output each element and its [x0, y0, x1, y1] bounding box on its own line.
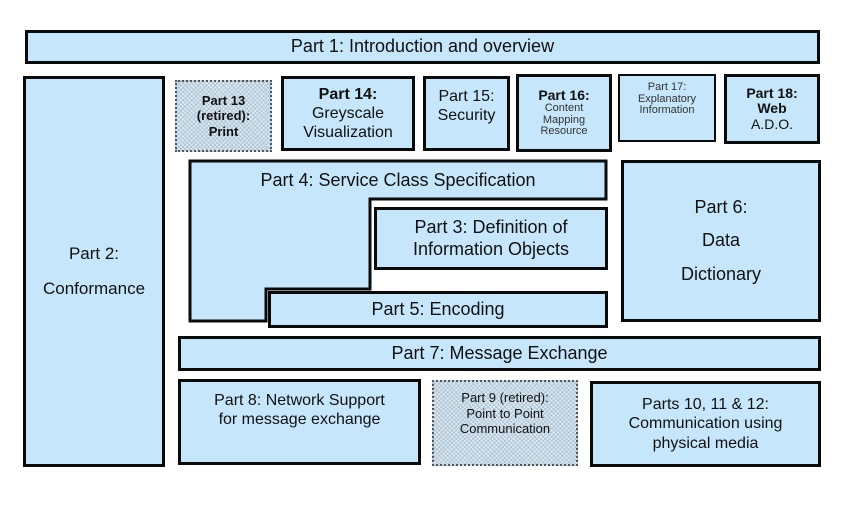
part10-12-label-line1: Parts 10, 11 & 12:	[642, 396, 769, 414]
part16-label-line4: Resource	[540, 125, 588, 138]
part18-box: Part 18: Web A.D.O.	[724, 74, 820, 144]
part15-label-line2: Security	[437, 107, 496, 125]
part2-label-line2: Conformance	[42, 278, 146, 298]
part13-label-line1: Part 13	[201, 92, 246, 108]
part17-label-line2: Explanatory	[637, 92, 697, 105]
part3-box: Part 3: Definition of Information Object…	[374, 207, 608, 270]
part6-box: Part 6: Data Dictionary	[621, 160, 821, 322]
part1-box: Part 1: Introduction and overview	[25, 30, 820, 64]
part2-box: Part 2: Conformance	[23, 76, 165, 467]
part15-label-line1: Part 15:	[438, 88, 495, 105]
part16-label-line1: Part 16:	[538, 87, 590, 104]
part17-box: Part 17: Explanatory Information	[618, 74, 716, 142]
part17-label-line1: Part 17:	[647, 81, 687, 93]
part7-box: Part 7: Message Exchange	[178, 336, 821, 371]
part9-box: Part 9 (retired): Point to Point Communi…	[432, 380, 578, 466]
part14-label-line1: Part 14:	[318, 85, 378, 103]
part18-label-line1: Part 18:	[746, 84, 798, 101]
part18-label-line2: Web	[757, 100, 787, 117]
part4-label: Part 4: Service Class Specification	[260, 170, 536, 190]
part16-box: Part 16: Content Mapping Resource	[516, 74, 612, 152]
part7-label: Part 7: Message Exchange	[391, 342, 608, 363]
part13-box: Part 13 (retired): Print	[175, 80, 272, 152]
part8-box: Part 8: Network Support for message exch…	[178, 379, 421, 465]
part9-label-line2: Point to Point	[466, 405, 544, 421]
part6-label-line3: Dictionary	[680, 263, 762, 284]
part6-label-line2: Data	[701, 230, 741, 251]
part6-label-line1: Part 6:	[694, 196, 748, 217]
part18-label-line3: A.D.O.	[750, 115, 793, 132]
part13-label-line2: (retired):	[196, 108, 251, 124]
part10-12-box: Parts 10, 11 & 12: Communication using p…	[590, 381, 821, 467]
part5-box: Part 5: Encoding	[268, 291, 608, 328]
part14-label-line3: Visualization	[303, 124, 393, 142]
part17-label-line3: Information	[639, 104, 695, 117]
part16-label-line3: Mapping	[542, 113, 586, 126]
part16-label-line2: Content	[544, 102, 584, 115]
part14-label-line2: Greyscale	[311, 104, 385, 122]
part14-box: Part 14: Greyscale Visualization	[281, 76, 415, 151]
part1-label: Part 1: Introduction and overview	[290, 36, 555, 57]
part2-label-line1: Part 2:	[68, 244, 120, 264]
part10-12-label-line2: Communication using	[628, 415, 783, 433]
part15-box: Part 15: Security	[423, 76, 510, 151]
part3-label-line2: Information Objects	[412, 238, 570, 259]
part13-label-line3: Print	[208, 123, 239, 139]
part3-label-line1: Part 3: Definition of	[414, 216, 568, 237]
part9-label-line1: Part 9 (retired):	[461, 390, 549, 405]
part10-12-label-line3: physical media	[652, 434, 759, 452]
part8-label-line2: for message exchange	[218, 411, 381, 429]
part9-label-line3: Communication	[459, 421, 551, 437]
part5-label: Part 5: Encoding	[371, 298, 505, 319]
part8-label-line1: Part 8: Network Support	[214, 392, 385, 409]
